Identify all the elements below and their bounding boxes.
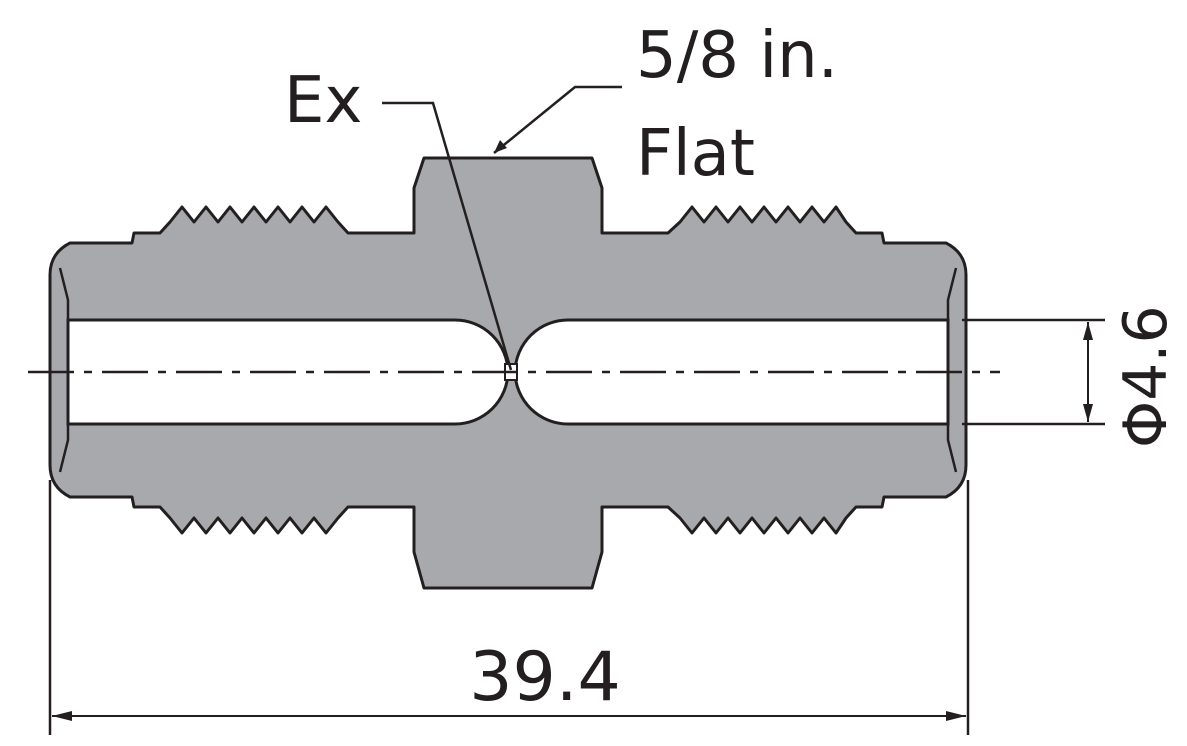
diameter-arrow-top — [1083, 322, 1093, 340]
length-dimension — [48, 480, 970, 735]
flat-size-label: 5/8 in. — [636, 19, 838, 93]
diameter-label: Φ4.6 — [1111, 305, 1181, 448]
flat-leader-line — [493, 85, 622, 154]
ex-leader-line — [382, 101, 513, 371]
length-label: 39.4 — [469, 638, 620, 717]
diameter-arrow-bottom — [1083, 404, 1093, 422]
diameter-dimension — [962, 318, 1105, 426]
length-arrow-right — [946, 711, 966, 721]
flat-word-label: Flat — [636, 117, 755, 191]
ex-label: Ex — [284, 64, 362, 138]
length-arrow-left — [52, 711, 72, 721]
flat-leader-arrowhead — [494, 140, 507, 153]
